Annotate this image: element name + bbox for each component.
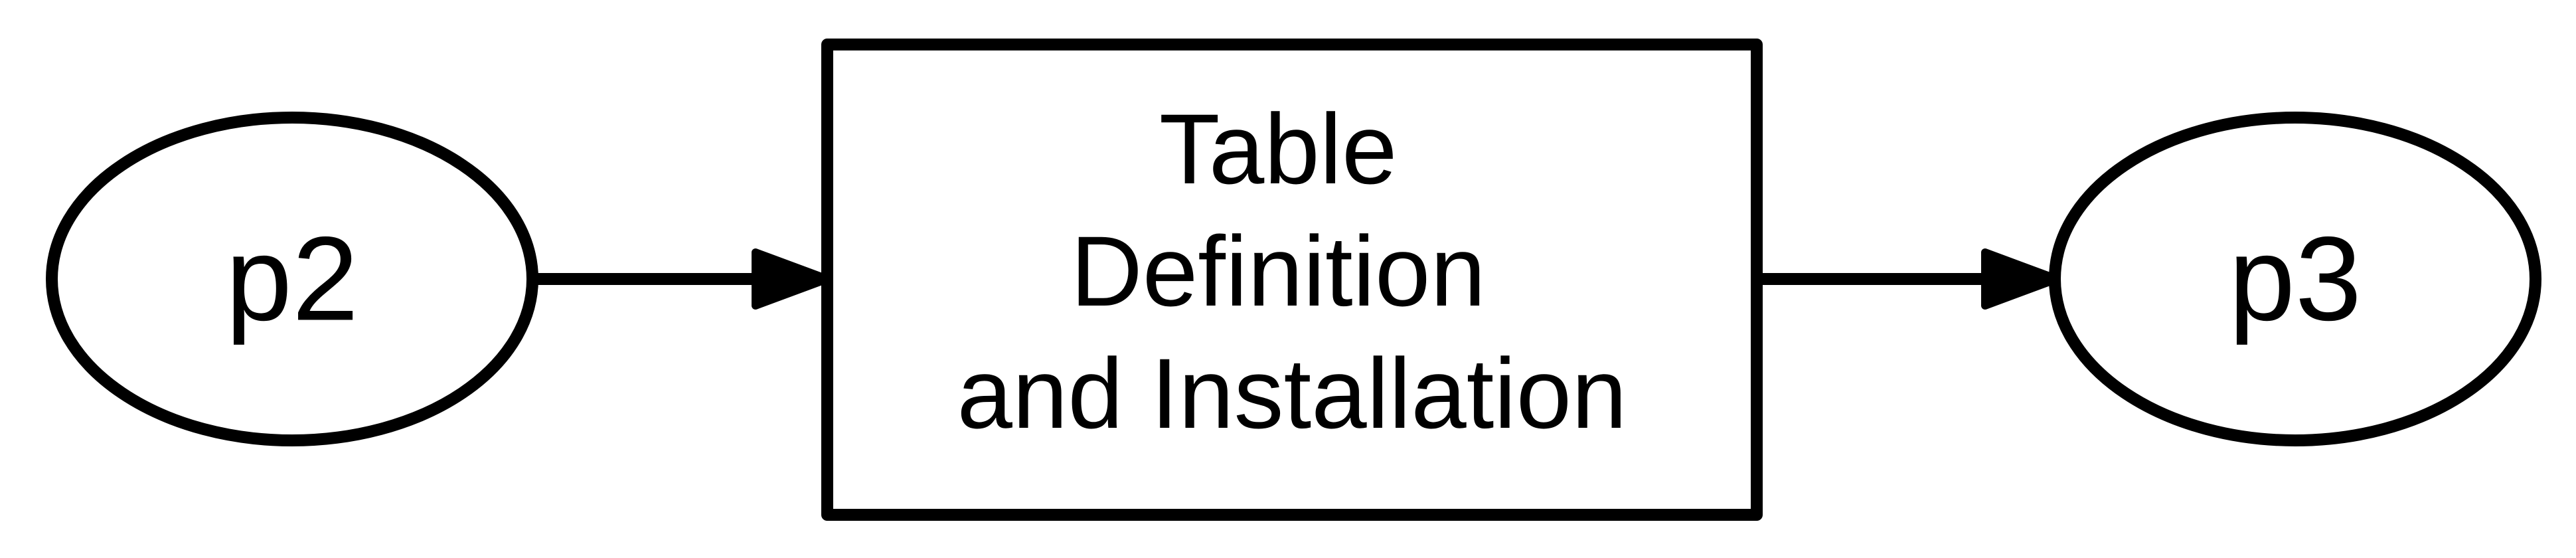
node-task-label-line-1: Table (1159, 93, 1398, 205)
node-task: Table Definition and Installation (821, 39, 1763, 521)
edge-task-to-p3 (1763, 248, 2061, 310)
arrowhead-icon (752, 248, 831, 310)
node-task-label-line-3: and Installation (957, 337, 1627, 449)
node-p3-shape (2049, 112, 2541, 446)
node-p3: p3 (2049, 112, 2541, 446)
node-p2: p2 (46, 112, 538, 446)
node-task-label: Table Definition and Installation (957, 93, 1627, 449)
edge-p2-to-task (534, 248, 831, 310)
node-task-shape (821, 39, 1763, 521)
node-p3-label: p3 (2229, 213, 2362, 346)
node-p2-shape (46, 112, 538, 446)
node-p2-label: p2 (226, 213, 359, 346)
arrowhead-icon (1981, 248, 2061, 310)
node-task-label-line-2: Definition (1070, 215, 1485, 327)
